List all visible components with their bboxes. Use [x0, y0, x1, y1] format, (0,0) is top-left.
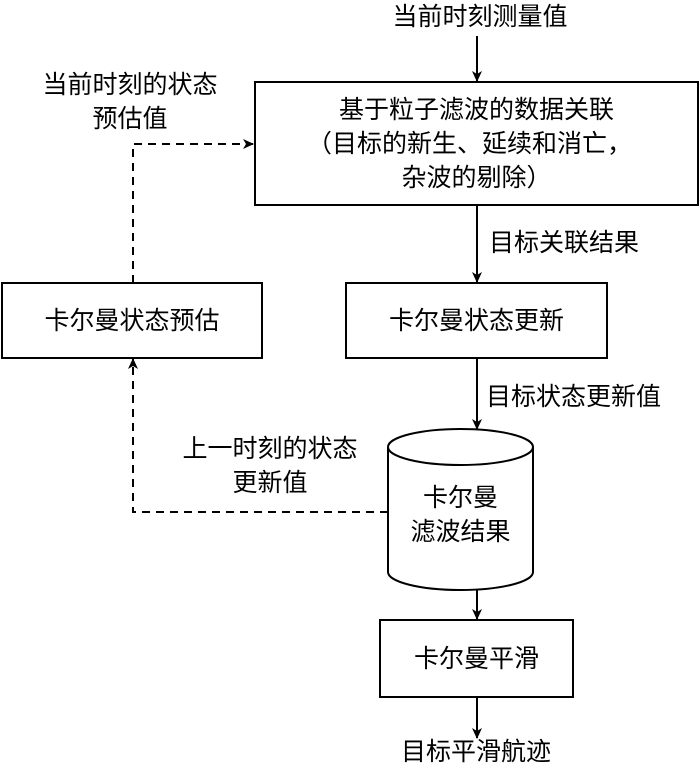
- predict-to-association-label: 当前时刻的状态 预估值: [20, 68, 240, 136]
- kalman-filter-result-cylinder: [387, 428, 534, 591]
- result-to-predict-label: 上一时刻的状态 更新值: [160, 432, 380, 500]
- data-association-line-2: （目标的新生、延续和消亡，: [306, 129, 632, 158]
- update-to-result-label: 目标状态更新值: [486, 382, 662, 411]
- result-label-line-1: 上一时刻的状态: [182, 434, 358, 463]
- kalman-filter-result-text: 卡尔曼 滤波结果: [388, 475, 533, 555]
- filter-result-line-1: 卡尔曼: [422, 483, 498, 512]
- dashed-arrow-result-to-predict: [128, 358, 388, 513]
- kalman-smooth-label: 卡尔曼平滑: [413, 643, 539, 673]
- kalman-update-label: 卡尔曼状态更新: [388, 305, 564, 335]
- predict-label-line-1: 当前时刻的状态: [42, 70, 218, 99]
- measurement-input-label: 当前时刻测量值: [392, 2, 568, 31]
- data-association-text: 基于粒子滤波的数据关联 （目标的新生、延续和消亡， 杂波的剔除）: [255, 84, 698, 204]
- association-to-update-label: 目标关联结果: [489, 228, 640, 257]
- data-association-line-1: 基于粒子滤波的数据关联: [338, 95, 614, 124]
- kalman-predict-label: 卡尔曼状态预估: [44, 305, 220, 335]
- filter-result-line-2: 滤波结果: [410, 517, 511, 546]
- predict-label-line-2: 预估值: [92, 104, 168, 133]
- data-association-line-3: 杂波的剔除）: [401, 163, 552, 192]
- dashed-arrow-predict-to-association: [132, 139, 254, 283]
- smoothed-track-output-label: 目标平滑航迹: [400, 737, 551, 766]
- result-label-line-2: 更新值: [232, 468, 308, 497]
